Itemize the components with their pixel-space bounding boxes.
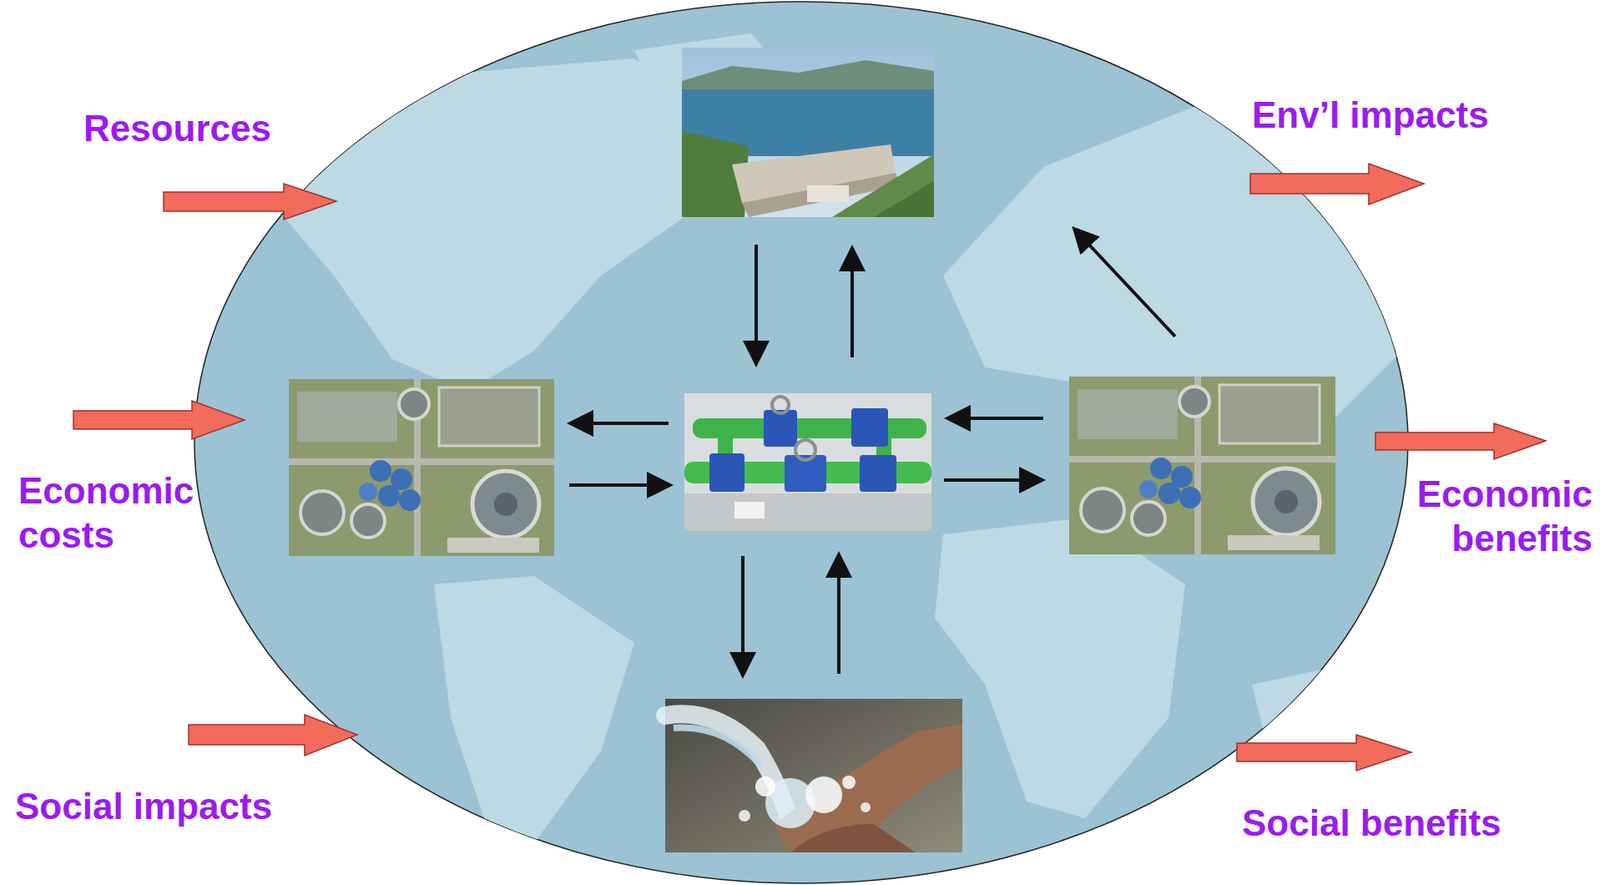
block-arrow	[1375, 423, 1546, 460]
treatment-plant-photo	[1069, 376, 1336, 555]
flow-arrow	[570, 421, 669, 425]
block-arrow	[73, 400, 245, 440]
flow-arrow	[850, 247, 854, 358]
dam-photo	[832, 154, 934, 218]
valve-pipes-photo	[795, 439, 816, 460]
treatment-plant-photo	[1069, 376, 1336, 555]
valve-pipes-photo	[734, 501, 765, 519]
treatment-plant-photo	[378, 484, 400, 507]
treatment-plant-photo	[1252, 468, 1320, 536]
dam-photo	[807, 185, 849, 202]
block-arrow	[163, 183, 337, 220]
impact-label: Economic benefits	[1410, 472, 1593, 561]
valve-pipes-photo	[692, 418, 927, 439]
valve-pipes-photo	[772, 396, 789, 414]
treatment-plant-photo	[369, 459, 392, 482]
treatment-plant-photo	[398, 489, 421, 511]
water-hands-photo	[665, 698, 963, 853]
treatment-plant-photo	[1219, 384, 1320, 444]
valve-pipes-photo	[684, 393, 932, 531]
treatment-plant-photo	[1179, 386, 1210, 417]
treatment-plant-photo	[288, 458, 555, 465]
treatment-plant-photo	[297, 391, 398, 442]
flow-arrow	[837, 554, 841, 674]
flow-arrow	[947, 416, 1044, 420]
block-arrow	[73, 163, 1546, 771]
impact-label: Economic costs	[18, 469, 209, 558]
valve-pipes-photo	[851, 408, 889, 447]
treatment-plant-photo	[288, 378, 555, 556]
treatment-plant-photo	[1080, 488, 1125, 532]
impact-label: Resources	[83, 106, 272, 152]
impact-label: Env’l impacts	[1251, 93, 1489, 138]
treatment-plant-photo	[351, 504, 385, 538]
treatment-plant-photo	[1227, 535, 1320, 551]
treatment-plant-photo	[1069, 455, 1336, 463]
treatment-plant-photo	[1131, 501, 1166, 536]
block-arrow	[1250, 163, 1424, 205]
dam-photo	[681, 47, 934, 218]
flow-arrow	[569, 483, 671, 487]
treatment-plant-photo	[1150, 457, 1172, 480]
treatment-plant-photo	[1077, 388, 1178, 440]
treatment-plant-photo	[358, 482, 378, 501]
flow-arrow	[569, 228, 1176, 676]
treatment-plant-photo	[300, 490, 344, 535]
dam-photo	[873, 181, 934, 218]
impact-label: Social benefits	[1241, 801, 1502, 846]
treatment-plant-photo	[1179, 486, 1202, 509]
water-hands-photo	[755, 776, 776, 797]
water-hands-photo	[673, 727, 762, 766]
valve-pipes-photo	[709, 453, 745, 492]
treatment-plant-photo	[1139, 479, 1158, 499]
globe	[194, 1, 1419, 884]
treatment-plant-photo	[439, 387, 540, 446]
block-arrow	[188, 714, 358, 756]
water-hands-photo	[805, 776, 843, 813]
block-arrow	[1236, 734, 1412, 771]
valve-pipes-photo	[684, 493, 932, 531]
treatment-plant-photo	[447, 537, 540, 553]
flow-arrow	[943, 478, 1043, 482]
continent	[1251, 659, 1411, 785]
dam-photo	[681, 60, 934, 94]
treatment-plant-photo	[494, 492, 518, 516]
flow-arrow	[754, 244, 758, 364]
water-hands-photo	[738, 809, 751, 822]
dam-photo	[681, 47, 934, 218]
treatment-plant-photo	[398, 388, 430, 419]
valve-pipes-photo	[763, 409, 798, 447]
water-hands-photo	[665, 698, 963, 853]
water-hands-photo	[860, 802, 871, 813]
treatment-plant-photo	[472, 470, 540, 538]
flow-arrow	[1074, 228, 1176, 337]
valve-pipes-photo	[684, 393, 932, 531]
valve-pipes-photo	[859, 454, 897, 492]
continent	[434, 575, 635, 843]
treatment-plant-photo	[1274, 489, 1298, 514]
treatment-plant-photo	[288, 378, 555, 556]
water-hands-photo	[842, 775, 856, 789]
water-hands-photo	[790, 823, 916, 853]
continent	[934, 517, 1186, 818]
impact-label: Social impacts	[15, 784, 273, 829]
treatment-plant-photo	[1158, 482, 1181, 505]
flow-arrow	[741, 555, 745, 676]
